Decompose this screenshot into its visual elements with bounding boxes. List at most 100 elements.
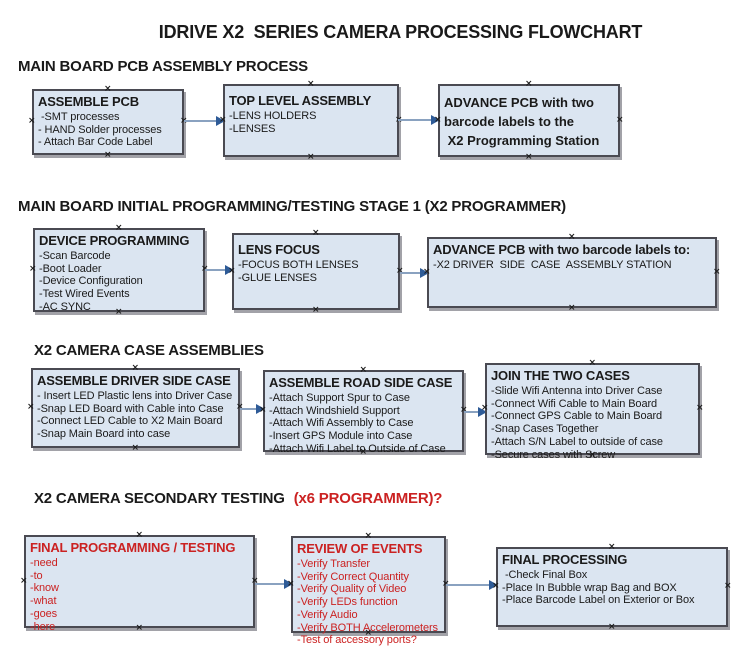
arrow-shaft [255, 583, 285, 585]
box-title: FINAL PROGRAMMING / TESTING [30, 540, 236, 555]
connection-handle [696, 403, 703, 412]
box-final-programming-testing[interactable]: FINAL PROGRAMMING / TESTING -need -to -k… [24, 535, 255, 633]
box-title: REVIEW OF EVENTS [297, 541, 423, 556]
box-item: -Attach Windshield Support [269, 404, 400, 417]
box-item: -Attach Support Spur to Case [269, 392, 410, 404]
connection-handle [525, 152, 532, 161]
box-item: -Boot Loader [39, 262, 102, 275]
box-title: ASSEMBLE DRIVER SIDE CASE [37, 373, 231, 388]
box-item: -Verify BOTH Accelerometers [297, 621, 438, 634]
arrow-shaft [400, 272, 421, 274]
connection-handle [29, 264, 36, 273]
connection-handle [492, 581, 499, 590]
connection-handle [365, 628, 372, 637]
box-item: -Insert GPS Module into Case [269, 430, 413, 443]
box-advance-pcb-case-assembly[interactable]: ADVANCE PCB with two barcode labels to: … [427, 237, 717, 308]
box-join-the-two-cases[interactable]: JOIN THE TWO CASES -Slide Wifi Antenna i… [485, 363, 703, 461]
connection-handle [27, 402, 34, 411]
connection-handle [365, 531, 372, 540]
arrow-shaft [184, 120, 217, 122]
box-item: -Verify Audio [297, 608, 358, 621]
connection-handle [115, 223, 122, 232]
box-item: -FOCUS BOTH LENSES [238, 259, 359, 271]
box-title: DEVICE PROGRAMMING [39, 233, 190, 248]
box-item: -Connect Wifi Cable to Main Board [491, 397, 658, 410]
connection-handle [104, 84, 111, 93]
box-item: -LENSES [229, 122, 276, 135]
box-title: JOIN THE TWO CASES [491, 368, 630, 383]
flowchart-title: IDRIVE X2 SERIES CAMERA PROCESSING FLOWC… [158, 22, 643, 42]
section-heading-case-assemblies: X2 CAMERA CASE ASSEMBLIES [34, 342, 264, 359]
box-item: -AC SYNC [39, 300, 91, 313]
box-lens-focus[interactable]: LENS FOCUS -FOCUS BOTH LENSES -GLUE LENS… [232, 233, 400, 310]
connection-handle [259, 405, 266, 414]
connection-handle [20, 576, 27, 585]
box-item: -Attach S/N Label to outside of case [491, 435, 663, 448]
box-title: LENS FOCUS [238, 242, 320, 257]
box-item: -Verify Transfer [297, 558, 370, 570]
box-item: -Slide Wifi Antenna into Driver Case [491, 385, 663, 397]
section-heading-text: X2 CAMERA SECONDARY TESTING [34, 490, 285, 507]
box-item: -Verify LEDs function [297, 596, 398, 609]
box-item: -Device Configuration [39, 275, 143, 288]
box-advance-pcb-programming-station[interactable]: ADVANCE PCB with two barcode labels to t… [438, 84, 620, 157]
connection-handle [724, 581, 731, 590]
box-item: -Scan Barcode [39, 250, 111, 262]
box-item: -Connect LED Cable to X2 Main Board [37, 415, 223, 428]
box-top-level-assembly[interactable]: TOP LEVEL ASSEMBLY -LENS HOLDERS -LENSES [223, 84, 399, 157]
box-device-programming[interactable]: DEVICE PROGRAMMING -Scan Barcode -Boot L… [33, 228, 205, 313]
box-assemble-road-side-case[interactable]: ASSEMBLE ROAD SIDE CASE -Attach Support … [263, 370, 464, 455]
connection-handle [104, 150, 111, 159]
box-title: TOP LEVEL ASSEMBLY [229, 93, 372, 108]
connection-handle [525, 79, 532, 88]
connection-handle [608, 622, 615, 631]
box-item: -here [30, 620, 56, 633]
connection-handle [608, 542, 615, 551]
box-final-processing[interactable]: FINAL PROCESSING -Check Final Box -Place… [496, 547, 728, 627]
section-heading-secondary-testing: X2 CAMERA SECONDARY TESTING(x6 PROGRAMME… [34, 490, 442, 507]
arrow-shaft [398, 119, 432, 121]
box-item: -need [30, 557, 58, 569]
box-title: ADVANCE PCB with two barcode labels to: [433, 242, 691, 257]
box-item: -Snap LED Board with Cable into Case [37, 402, 224, 415]
box-item: -LENS HOLDERS [229, 110, 317, 122]
connection-handle [312, 228, 319, 237]
box-assemble-pcb[interactable]: ASSEMBLE PCB -SMT processes - HAND Solde… [32, 89, 184, 155]
connection-handle [219, 115, 226, 124]
box-title: ASSEMBLE ROAD SIDE CASE [269, 375, 453, 390]
connection-handle [307, 79, 314, 88]
box-item: -Check Final Box [502, 569, 588, 581]
box-review-of-events[interactable]: REVIEW OF EVENTS -Verify Transfer -Verif… [291, 536, 446, 646]
box-item: -what [30, 595, 57, 608]
box-item: -to [30, 569, 43, 582]
connection-handle [423, 267, 430, 276]
box-item: -Verify Correct Quantity [297, 570, 409, 583]
connection-handle [287, 579, 294, 588]
box-item: -goes [30, 607, 58, 620]
connection-handle [360, 365, 367, 374]
box-title-line: X2 Programming Station [444, 133, 600, 148]
connection-handle [568, 232, 575, 241]
box-item: -know [30, 582, 59, 595]
box-item: -Snap Cases Together [491, 423, 599, 436]
connection-handle [28, 116, 35, 125]
box-item: -SMT processes [38, 111, 120, 123]
connection-handle [481, 403, 488, 412]
arrow-shaft [464, 411, 479, 413]
connection-handle [132, 443, 139, 452]
box-title-line: barcode labels to the [444, 114, 575, 129]
box-assemble-driver-side-case[interactable]: ASSEMBLE DRIVER SIDE CASE - Insert LED P… [31, 368, 240, 448]
arrow-shaft [446, 584, 490, 586]
box-item: -GLUE LENSES [238, 271, 317, 284]
box-item: -Place In Bubble wrap Bag and BOX [502, 581, 677, 594]
box-item: -X2 DRIVER SIDE CASE ASSEMBLY STATION [433, 259, 672, 271]
connection-handle [136, 623, 143, 632]
box-item: -Test Wired Events [39, 288, 130, 301]
box-title: FINAL PROCESSING [502, 552, 628, 567]
connection-handle [307, 152, 314, 161]
connection-handle [228, 266, 235, 275]
connection-handle [360, 447, 367, 456]
connection-handle [434, 115, 441, 124]
box-item: -Snap Main Board into case [37, 428, 171, 441]
